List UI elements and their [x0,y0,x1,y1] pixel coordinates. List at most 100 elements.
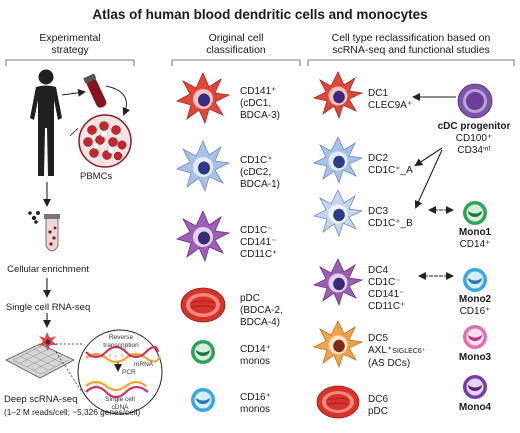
human-silhouette-icon [30,69,62,176]
label-line: CLEC9A⁺ [368,100,413,111]
cdc-progenitor-cell-icon [457,83,493,119]
label-line: CD14⁺ [240,344,271,355]
inset-line: Reverse [108,334,134,341]
label-line: CD1C⁺ [240,155,273,166]
inset-pcr: PCR [122,369,136,376]
progenitor-arrows [412,93,456,209]
label-line: BDCA-3) [240,110,281,121]
label-cd14-monos: CD14⁺ monos [240,344,271,368]
inset-single-cell-cdna: Single cell cDNA [102,396,138,412]
label-line: DC6 [368,394,389,405]
label-double-negative: CD1C⁻ CD141⁻ CD11C⁺ [240,225,277,261]
cellular-enrichment-label: Cellular enrichment [7,264,89,275]
header-bracket-3 [307,59,515,66]
label-line: DC5 [368,333,389,344]
label-dc5: DC5 AXL⁺SIGLEC6⁺ (AS DCs) [368,333,425,370]
label-line: BDCA-4) [240,317,281,328]
label-line: BDCA-1) [240,179,281,190]
mono4-cell-icon [463,375,487,399]
header-line: Cell type reclassification based on [331,32,491,44]
label-line: (AS DCs) [368,358,411,369]
label-line: Mono2 [458,294,492,305]
label-dc2: DC2 CD1C⁺_A [368,153,413,177]
inset-mrna: mRNA [134,361,154,368]
cd14-mono-cell-icon [191,340,215,364]
label-line: DC4 [368,265,389,276]
blood-tube-icon [83,73,107,108]
inset-line: transcription [103,342,139,349]
dc1-cell-icon [312,71,364,120]
label-line: DC3 [368,206,389,217]
header-line: classification [206,44,266,56]
dc2-cell-icon [312,136,364,185]
mono2-cell-icon [463,268,487,292]
label-line: CD141⁻ [240,237,277,248]
label-line: CD11C⁺ [368,301,406,312]
label-line: CD1C⁻ [240,225,273,236]
label-line: CD1C⁻ [368,277,401,288]
dc6-cell-icon [316,385,360,419]
header-bracket-1 [5,59,135,66]
inset-line: Single cell [105,396,135,403]
label-cd141: CD141⁺ (cDC1, BDCA-3) [240,86,280,122]
label-cd16-monos: CD16⁺ monos [240,392,271,416]
dc3-cell-icon [312,189,364,238]
inset-line: cDNA [111,404,129,411]
label-dc6: DC6 pDC [368,394,388,418]
label-mono2: Mono2 CD16⁺ [445,294,505,318]
label-line: cDC progenitor [437,121,511,132]
siglec6-marker: SIGLEC6⁺ [392,348,426,355]
dc4-cell-icon [312,258,364,307]
header-bracket-2 [171,59,301,66]
label-line: DC1 [368,88,389,99]
label-line: CD11C⁺ [240,249,278,260]
mono1-cell-icon [463,201,487,225]
pdc-cell-icon [180,287,226,323]
label-line: (cDC2, [240,167,272,178]
deep-scrnaseq-label: Deep scRNA-seq [4,394,78,405]
label-line: CD1C⁺_A [368,165,413,176]
label-line: pDC [368,406,389,417]
header-experimental-strategy: Experimental strategy [6,32,134,56]
figure-title: Atlas of human blood dendritic cells and… [92,7,428,22]
double-negative-dc-cell-icon [175,210,231,263]
deep-scrnaseq-stats: (1–2 M reads/cell; ~5,326 genes/cell) [4,407,141,417]
mono3-cell-icon [463,325,487,349]
label-line: CD141⁻ [368,289,405,300]
label-line: CD100⁺ [455,133,493,144]
cd1c-dc-cell-icon [175,140,231,193]
label-line: AXL⁺SIGLEC6⁺ [368,345,425,358]
dashed-relation-arrows [418,206,454,280]
label-line: (BDCA-2, [240,305,283,316]
label-line: pDC [240,293,261,304]
label-dc3: DC3 CD1C⁺_B [368,206,413,230]
enrichment-tube-icon [28,211,60,252]
sequencing-chip-icon [5,343,75,379]
single-cell-rnaseq-label: Single cell RNA-seq [5,302,91,313]
label-dc4: DC4 CD1C⁻ CD141⁻ CD11C⁺ [368,265,405,313]
single-cell-icon [39,332,57,351]
label-line: (cDC1, [240,98,272,109]
label-cdc-progenitor: cDC progenitor CD100⁺ CD34ⁱⁿᵗ [428,121,520,157]
label-pdc: pDC (BDCA-2, BDCA-4) [240,293,283,329]
label-dc1: DC1 CLEC9A⁺ [368,88,412,112]
header-line: Experimental [39,32,101,44]
header-line: strategy [51,44,89,56]
label-cd1c: CD1C⁺ (cDC2, BDCA-1) [240,155,280,191]
pbmcs-label: PBMCs [80,171,113,182]
label-line: CD16⁺ [459,306,491,317]
pbmc-sample-icon [78,114,132,168]
label-line: CD14⁺ [459,239,491,250]
label-line: CD141⁺ [240,86,277,97]
header-original-classification: Original cell classification [172,32,300,56]
header-reclassification: Cell type reclassification based on scRN… [308,32,514,56]
label-line: DC2 [368,153,389,164]
label-line: CD34ⁱⁿᵗ [457,145,491,156]
label-line: monos [240,356,271,367]
label-line: CD1C⁺_B [368,218,413,229]
rt-pcr-inset [77,329,163,415]
label-line: Mono1 [458,227,492,238]
